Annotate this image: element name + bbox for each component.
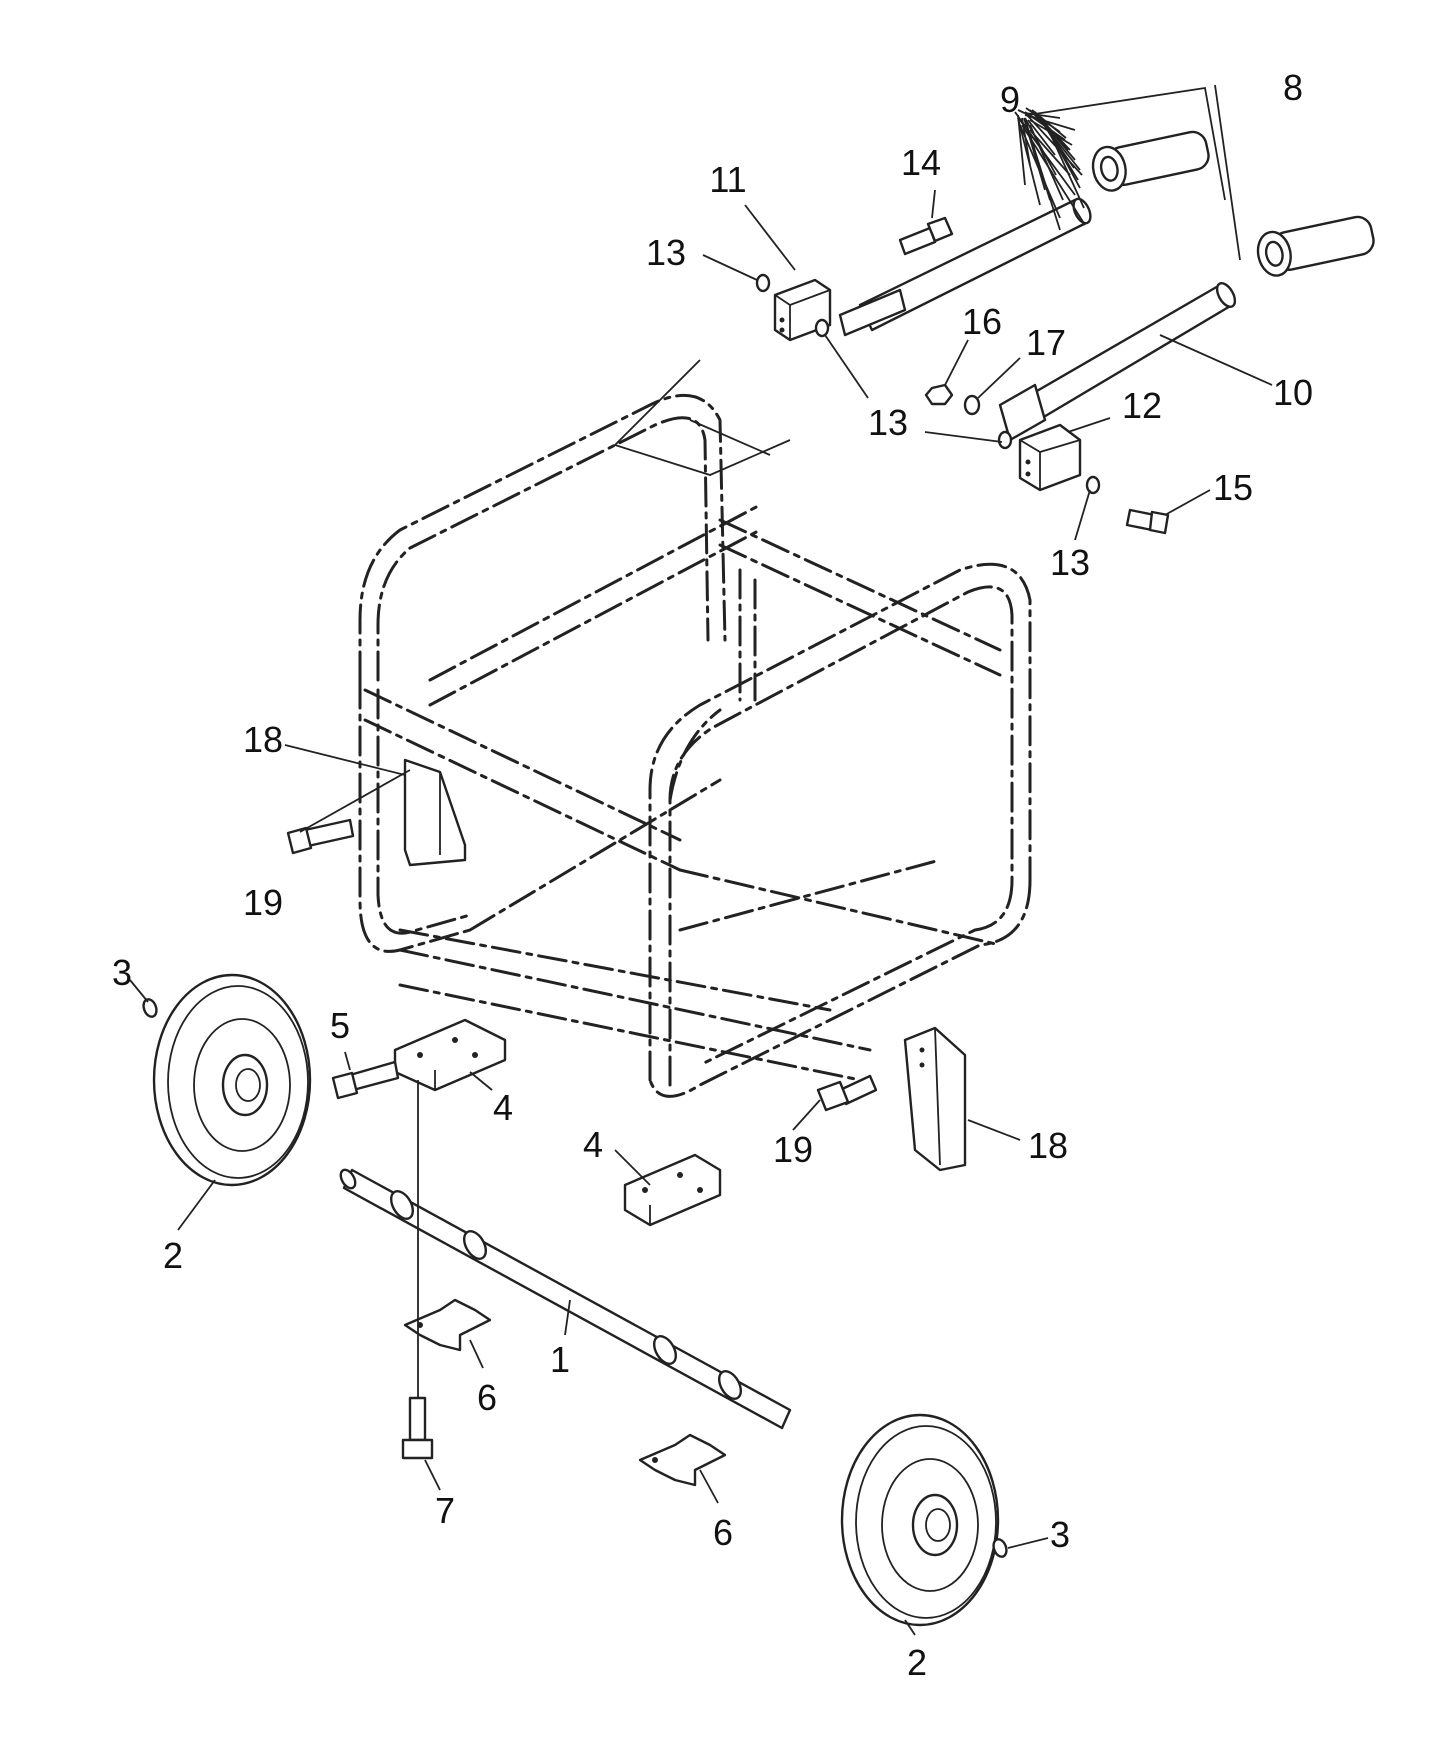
callout-18: 18 (1028, 1125, 1068, 1166)
callout-6: 6 (477, 1377, 497, 1418)
callout-14: 14 (901, 142, 941, 183)
callout-16: 16 (962, 301, 1002, 342)
bolt-15 (1125, 508, 1170, 535)
assembly-line (689, 419, 771, 456)
callout-15: 15 (1213, 467, 1253, 508)
callout-19: 19 (243, 882, 283, 923)
callout-11: 11 (709, 159, 746, 200)
callout-8: 8 (1283, 67, 1303, 108)
washer-17 (963, 394, 981, 416)
callout-9: 9 (1000, 79, 1020, 120)
callout-3: 3 (112, 952, 132, 993)
support-leg-18-left (403, 758, 467, 867)
wheel-2-left (152, 973, 312, 1187)
bolt-7 (401, 1396, 434, 1460)
callout-10: 10 (1273, 372, 1313, 413)
handle-tube-9 (838, 197, 1092, 337)
callout-13: 13 (646, 232, 686, 273)
callout-7: 7 (435, 1490, 455, 1531)
support-leg-18-right (903, 1026, 967, 1172)
callout-1: 1 (550, 1339, 570, 1380)
bolt-19-right (816, 1074, 878, 1112)
axle-1 (339, 1168, 792, 1430)
callout-17: 17 (1026, 322, 1066, 363)
callout-13: 13 (868, 402, 908, 443)
bolt-5 (331, 1060, 400, 1100)
handle-tube-10 (998, 282, 1237, 442)
callout-12: 12 (1122, 385, 1162, 426)
assembly-line (613, 359, 791, 476)
callout-labels: 8 9 11 14 13 16 17 10 12 13 15 13 18 19 … (112, 67, 1313, 1683)
callout-6: 6 (713, 1512, 733, 1553)
callout-18: 18 (243, 719, 283, 760)
axle-mount-4-lower (623, 1153, 722, 1227)
clamp-6-right (638, 1433, 727, 1487)
axle-mount-4-upper (393, 1018, 507, 1092)
generator-frame (358, 393, 1032, 1098)
callout-2: 2 (163, 1235, 183, 1276)
bolt-14 (898, 216, 954, 256)
callout-4: 4 (583, 1124, 603, 1165)
handle-grips (1091, 130, 1375, 277)
washers-13 (755, 273, 1101, 495)
callout-2: 2 (907, 1642, 927, 1683)
callout-3: 3 (1050, 1514, 1070, 1555)
callout-13: 13 (1050, 542, 1090, 583)
nut-16 (924, 383, 954, 406)
wheel-2-right (840, 1413, 1000, 1627)
bracket-12 (1018, 423, 1082, 492)
callout-4: 4 (493, 1087, 513, 1128)
callout-19: 19 (773, 1129, 813, 1170)
callout-leaders (129, 84, 1273, 1636)
bolt-19-left (286, 818, 355, 855)
callout-5: 5 (330, 1005, 350, 1046)
